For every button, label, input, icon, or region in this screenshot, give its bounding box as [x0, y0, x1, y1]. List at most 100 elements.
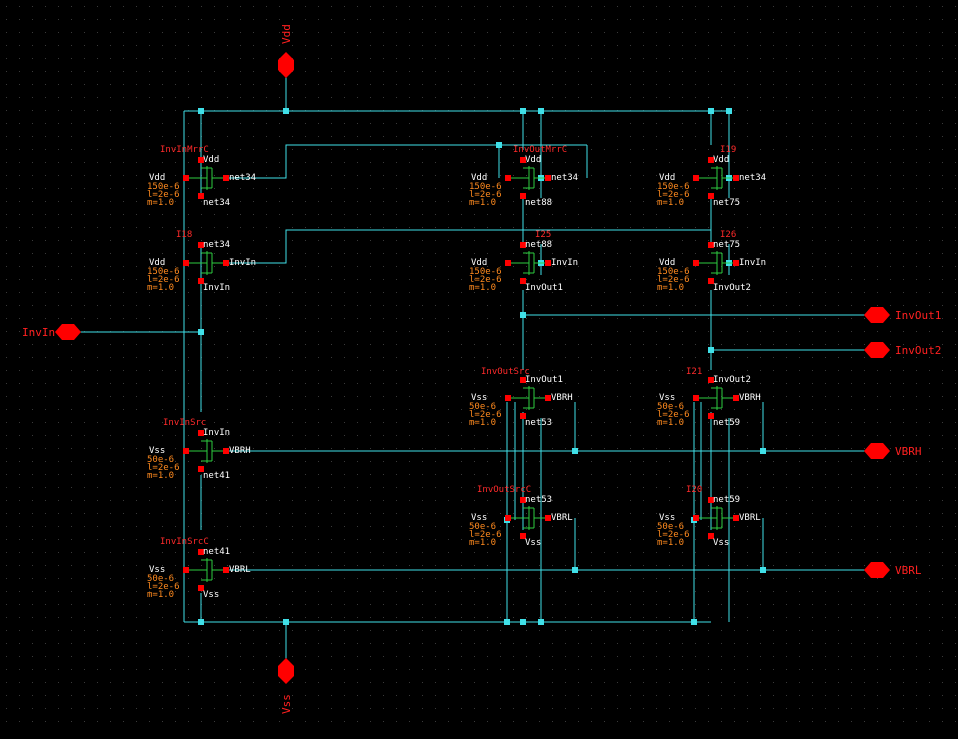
invout2-pin[interactable]	[864, 342, 890, 358]
gate-net-label: net34	[739, 173, 766, 183]
transistor-body	[509, 386, 545, 410]
transistor-invinsrc[interactable]: InvInSrcInvInVBRHnet41Vss50e-6l=2e-6m=1.…	[147, 418, 251, 481]
source-net-label: net75	[713, 198, 740, 208]
terminal-marker	[708, 242, 714, 248]
multiplier-param: m=1.0	[147, 283, 174, 293]
drain-net-label: net59	[713, 495, 740, 505]
bulk-net-label: Vss	[659, 513, 675, 523]
vss-pin[interactable]	[278, 658, 294, 684]
bulk-net-label: Vss	[149, 446, 165, 456]
gate-net-label: net34	[551, 173, 578, 183]
instance-name: I20	[686, 485, 702, 495]
terminal-marker	[733, 260, 739, 266]
gate-net-label: VBRH	[739, 393, 761, 403]
vbrh-pin[interactable]	[864, 443, 890, 459]
vbrh-pin-label: VBRH	[895, 445, 922, 458]
terminal-marker	[708, 193, 714, 199]
drain-net-label: net34	[203, 240, 230, 250]
transistor-invoutsrcc[interactable]: InvOutSrcCnet53VBRLVssVss50e-6l=2e-6m=1.…	[469, 485, 573, 548]
gate-net-label: InvIn	[551, 258, 578, 268]
bulk-net-label: Vss	[659, 393, 675, 403]
multiplier-param: m=1.0	[469, 418, 496, 428]
instance-name: InvOutSrcC	[477, 485, 531, 495]
drain-net-label: net88	[525, 240, 552, 250]
source-net-label: Vss	[713, 538, 729, 548]
multiplier-param: m=1.0	[469, 198, 496, 208]
transistor-body	[187, 558, 223, 582]
drain-net-label: net53	[525, 495, 552, 505]
source-net-label: Vss	[525, 538, 541, 548]
width-param: 50e-6	[469, 522, 496, 532]
terminal-marker	[183, 260, 189, 266]
width-param: 50e-6	[657, 402, 684, 412]
multiplier-param: m=1.0	[147, 471, 174, 481]
width-param: 50e-6	[657, 522, 684, 532]
terminal-marker	[520, 157, 526, 163]
bulk-net-label: Vdd	[471, 258, 487, 268]
wires	[75, 75, 866, 660]
terminal-marker	[708, 497, 714, 503]
instance-name: I18	[176, 230, 192, 240]
length-param: l=2e-6	[147, 190, 180, 200]
bulk-net-label: Vdd	[149, 258, 165, 268]
transistor-body	[509, 251, 545, 275]
instance-name: I21	[686, 367, 702, 377]
source-net-label: Vss	[203, 590, 219, 600]
pin-shapes	[55, 52, 890, 684]
transistor-invinmrr[interactable]: InvInMrrCVddnet34net34Vdd150e-6l=2e-6m=1…	[147, 145, 256, 208]
terminal-marker	[505, 175, 511, 181]
gate-net-label: VBRH	[229, 446, 251, 456]
gate-net-label: InvIn	[739, 258, 766, 268]
source-net-label: net34	[203, 198, 230, 208]
instance-name: InvInSrc	[163, 418, 206, 428]
transistor-body	[509, 506, 545, 530]
transistor-body	[187, 166, 223, 190]
terminal-marker	[183, 175, 189, 181]
multiplier-param: m=1.0	[469, 283, 496, 293]
transistor-body	[187, 439, 223, 463]
gate-net-label: InvIn	[229, 258, 256, 268]
terminal-marker	[223, 567, 229, 573]
source-net-label: InvIn	[203, 283, 230, 293]
terminal-marker	[520, 413, 526, 419]
terminal-marker	[520, 533, 526, 539]
drain-net-label: Vdd	[713, 155, 729, 165]
terminal-marker	[708, 413, 714, 419]
transistor-invoutsrc[interactable]: InvOutSrcInvOut1VBRHnet53Vss50e-6l=2e-6m…	[469, 367, 573, 428]
instance-name: I25	[535, 230, 551, 240]
width-param: 150e-6	[469, 182, 502, 192]
gate-net-label: VBRH	[551, 393, 573, 403]
multiplier-param: m=1.0	[147, 590, 174, 600]
length-param: l=2e-6	[657, 190, 690, 200]
length-param: l=2e-6	[657, 530, 690, 540]
terminal-marker	[520, 193, 526, 199]
instance-name: I19	[720, 145, 736, 155]
transistor-devices: InvInMrrCVddnet34net34Vdd150e-6l=2e-6m=1…	[147, 145, 766, 600]
width-param: 150e-6	[657, 182, 690, 192]
width-param: 150e-6	[147, 267, 180, 277]
vdd-pin[interactable]	[278, 52, 294, 78]
gate-net-label: VBRL	[739, 513, 761, 523]
drain-net-label: net75	[713, 240, 740, 250]
transistor-invoutmrr[interactable]: InvOutMrrCVddnet34net88Vdd150e-6l=2e-6m=…	[469, 145, 578, 208]
invout1-pin[interactable]	[864, 307, 890, 323]
terminal-marker	[198, 466, 204, 472]
invin-pin-label: InvIn	[22, 326, 55, 339]
length-param: l=2e-6	[657, 275, 690, 285]
vbrl-pin[interactable]	[864, 562, 890, 578]
terminal-marker	[708, 377, 714, 383]
bulk-net-label: Vdd	[659, 173, 675, 183]
invin-pin[interactable]	[55, 324, 81, 340]
bulk-net-label: Vdd	[149, 173, 165, 183]
width-param: 150e-6	[147, 182, 180, 192]
transistor-body	[697, 506, 733, 530]
terminal-marker	[545, 515, 551, 521]
